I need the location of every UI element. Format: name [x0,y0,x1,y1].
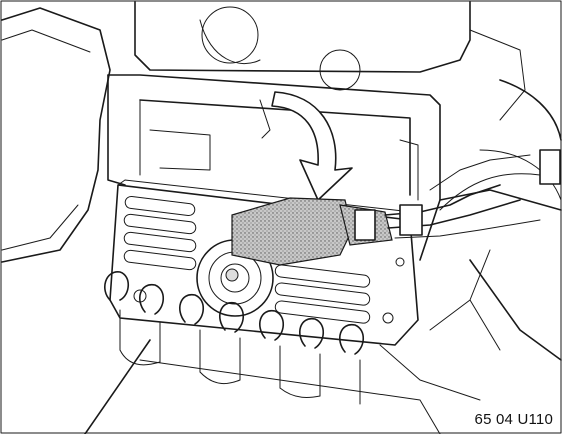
lower-console [84,339,481,434]
control-unit-front [109,179,419,346]
mounting-frame [107,74,441,261]
dashboard-left-panel [1,7,111,263]
connector-cable-assembly [231,149,561,266]
right-curved-housing [429,79,562,361]
retaining-clips [104,271,365,405]
figure-reference-code: 65 04 U110 [471,411,556,428]
upper-duct-housing [134,1,526,121]
insertion-arrow [271,91,353,201]
